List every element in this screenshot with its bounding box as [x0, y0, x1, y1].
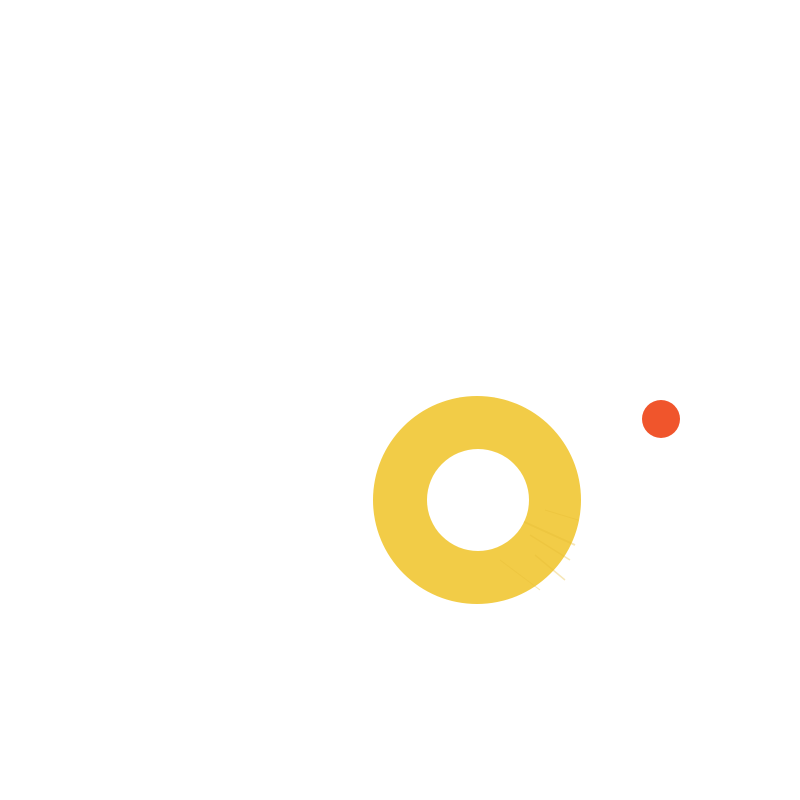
brush-stroke: [499, 559, 541, 591]
yellow-ring-texture: [499, 509, 579, 591]
yellow-ring-body: [373, 396, 581, 604]
orange-dot: [642, 400, 680, 438]
brush-stroke: [519, 519, 576, 546]
brush-stroke: [544, 509, 579, 521]
brush-stroke: [534, 554, 566, 581]
brush-stroke: [529, 534, 571, 561]
yellow-ring: [373, 396, 581, 604]
